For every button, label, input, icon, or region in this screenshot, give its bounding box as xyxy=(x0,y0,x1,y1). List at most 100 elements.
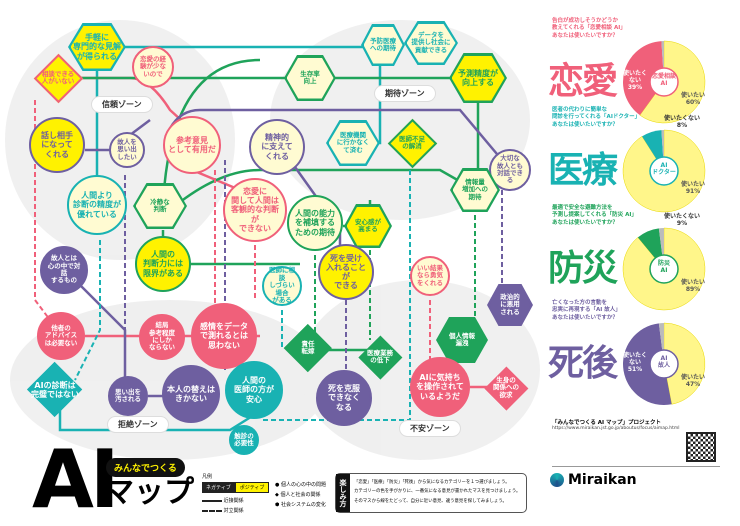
survey-question: 医者の代わりに簡単な 問診を行ってくれる「AIドクター」 あなたは使いたいですか… xyxy=(552,107,641,128)
brand-name: Miraikan xyxy=(568,472,637,488)
map-node-circle[interactable]: 人間より 診断の精度が 優れている xyxy=(67,175,127,235)
map-node-circle[interactable]: 感情をデータ で測れるとは 思わない xyxy=(191,303,257,369)
project-url: https://www.miraikan.jst.go.jp/aboutus/f… xyxy=(552,426,680,431)
map-node-diamond[interactable]: 生身の 関係への 欲求 xyxy=(484,366,528,410)
circle-icon: ● xyxy=(275,482,280,488)
miraikan-logo: Miraikan xyxy=(550,472,637,488)
zone-trust: 信頼ゾーン xyxy=(92,97,152,112)
map-node-circle[interactable]: 参考意見 として有用だ xyxy=(163,116,221,174)
survey-category: 医療 xyxy=(548,150,618,191)
legend-negative: ネガティブ xyxy=(202,482,235,493)
legend-positive: ポジティブ xyxy=(234,482,270,493)
map-node-circle[interactable]: 思い出を 汚される xyxy=(108,376,148,416)
survey-question: 最適で安全な避難方法を 予測し提案してくれる「防災 AI」 あなたは使いたいです… xyxy=(552,205,637,226)
survey-category: 死後 xyxy=(548,343,618,384)
node-label: 感情をデータ で測れるとは 思わない xyxy=(200,322,248,350)
map-node-circle[interactable]: 結局 参考程度 にしか ならない xyxy=(139,314,185,360)
map-node-circle[interactable]: 人間の 医師の方が 安心 xyxy=(225,361,283,419)
map-node-circle[interactable]: 恋愛の経 験が少な いので xyxy=(132,46,174,88)
map-node-diamond[interactable]: AIの診断は 完璧ではない xyxy=(27,362,83,418)
map-node-circle[interactable]: 故人とは 心の中で対話 するもの xyxy=(40,246,88,294)
opinion-map: 手軽に 専門的な見解 が得られる相談できる 人がいない 恋愛の経 験が少な いので… xyxy=(5,20,540,460)
hexagon-icon: ⬢ xyxy=(275,502,280,508)
zone-anxiety: 不安ゾーン xyxy=(400,421,460,436)
node-label: 恋愛に 関して人間は 客観的な判断が できない xyxy=(231,187,279,233)
map-node-circle[interactable]: 死を受け 入れることが できる xyxy=(318,244,374,300)
donut-center-label: AI 故人 xyxy=(657,355,670,370)
donut-chart xyxy=(622,322,706,406)
node-label: AIの診断は 完璧ではない xyxy=(31,380,79,399)
node-label: 情報量 増加への 期待 xyxy=(462,177,488,201)
node-label: 医師不足 の解消 xyxy=(399,134,425,150)
node-label: 責任 転嫁 xyxy=(301,339,315,355)
node-label: 生身の 関係への 欲求 xyxy=(493,375,519,399)
slice-yes xyxy=(663,322,706,405)
diamond-icon: ◆ xyxy=(275,492,279,498)
map-node-circle[interactable]: 他者の アドバイス は必要ない xyxy=(37,312,85,360)
node-shape xyxy=(451,55,505,101)
node-label: AIに気持ち を操作されて いるようだ xyxy=(416,373,464,401)
node-label: 個人情報 漏洩 xyxy=(449,331,475,347)
qr-code[interactable] xyxy=(686,432,716,462)
howto-box: 楽しみ方 「恋愛」「医療」「防災」「死後」から気になるカテゴリーを１つ選びましょ… xyxy=(335,473,527,513)
map-node-circle[interactable]: 精神的 に支えて くれる xyxy=(249,119,305,175)
node-shape xyxy=(363,26,403,64)
project-title: 「みんなでつくる AI マップ」プロジェクト xyxy=(552,420,662,426)
slice-no xyxy=(623,41,664,116)
node-label: 人間の 医師の方が 安心 xyxy=(234,376,274,404)
map-node-hex[interactable]: 予防医療 への期待 xyxy=(361,24,405,66)
node-label: データを 提供し社会に 貢献できる xyxy=(411,30,451,54)
node-label: 本人の替えは きかない xyxy=(167,384,215,403)
legend-title: 凡例 xyxy=(202,474,213,480)
node-label: 医療業務 の低下 xyxy=(367,348,393,364)
node-label: 死を克服 できなく なる xyxy=(328,384,360,412)
node-shape xyxy=(438,319,486,361)
node-shape xyxy=(286,57,334,99)
node-label: 相談できる 人がいない xyxy=(41,69,75,85)
legend-circle: 個人の心の中の問題 xyxy=(280,482,326,488)
map-node-diamond[interactable]: 医療業務 の低下 xyxy=(358,335,402,379)
map-node-circle[interactable]: 故人を 思い出 したい xyxy=(109,132,145,168)
title-ai: AI xyxy=(32,433,120,526)
map-node-circle[interactable]: AIに気持ち を操作されて いるようだ xyxy=(410,357,470,417)
map-node-diamond[interactable]: 医師不足 の解消 xyxy=(387,118,437,168)
node-label: 予測精度が 向上する xyxy=(458,68,498,87)
node-shape xyxy=(452,170,498,210)
node-label: 手軽に 専門的な見解 が得られる xyxy=(73,33,121,61)
map-node-circle[interactable]: 本人の替えは きかない xyxy=(162,365,220,423)
node-label: 政治的 に悪用 される xyxy=(500,292,520,316)
map-node-hex[interactable]: 冷静な 判断 xyxy=(133,183,187,229)
node-shape xyxy=(135,185,185,227)
howto-step-1: 「恋愛」「医療」「防災」「死後」から気になるカテゴリーを１つ選びましょう。 xyxy=(354,480,510,485)
map-node-circle[interactable]: 話し相手 になって くれる xyxy=(29,117,85,173)
map-node-circle[interactable]: 大切な 故人とも 対話できる xyxy=(489,149,531,191)
node-label: 医師に相談 しづらい場合 がある xyxy=(269,266,295,305)
title-map: マップ xyxy=(104,475,194,510)
node-label: 死を受け 入れることが できる xyxy=(326,253,366,291)
map-node-diamond[interactable]: 相談できる 人がいない xyxy=(33,53,83,103)
map-node-hex[interactable]: データを 提供し社会に 貢献できる xyxy=(404,21,458,65)
map-node-circle[interactable]: 人間の 判断力には 限界がある xyxy=(135,236,191,292)
node-label: いい結果 なら勇気 をくれる xyxy=(417,263,443,287)
map-node-circle[interactable]: 死を克服 できなく なる xyxy=(316,370,372,426)
survey-question: 告白が成功しそうかどうか 教えてくれる「恋愛相談 AI」 あなたは使いたいですか… xyxy=(552,18,626,39)
node-label: 参考意見 として有用だ xyxy=(168,135,216,154)
map-node-circle[interactable]: 触診の 必要性 xyxy=(229,425,259,455)
legend-diamond: 個人と社会の関係 xyxy=(280,492,321,498)
node-label: 恋愛の経 験が少な いので xyxy=(140,54,166,78)
map-node-circle[interactable]: いい結果 なら勇気 をくれる xyxy=(410,256,450,296)
node-label: 人間の能力 を補填する ための期待 xyxy=(295,209,335,237)
map-node-hex[interactable]: 情報量 増加への 期待 xyxy=(450,168,500,212)
legend-line-solid: 近接関係 xyxy=(223,498,244,504)
map-node-circle[interactable]: 人間の能力 を補填する ための期待 xyxy=(287,195,343,251)
map-node-circle[interactable]: 医師に相談 しづらい場合 がある xyxy=(262,266,302,306)
map-node-diamond[interactable]: 責任 転嫁 xyxy=(284,324,332,372)
map-node-circle[interactable]: 恋愛に 関して人間は 客観的な判断が できない xyxy=(223,178,287,242)
node-label: 人間より 診断の精度が 優れている xyxy=(73,191,121,219)
node-label: 安心感が 高まる xyxy=(355,217,381,233)
